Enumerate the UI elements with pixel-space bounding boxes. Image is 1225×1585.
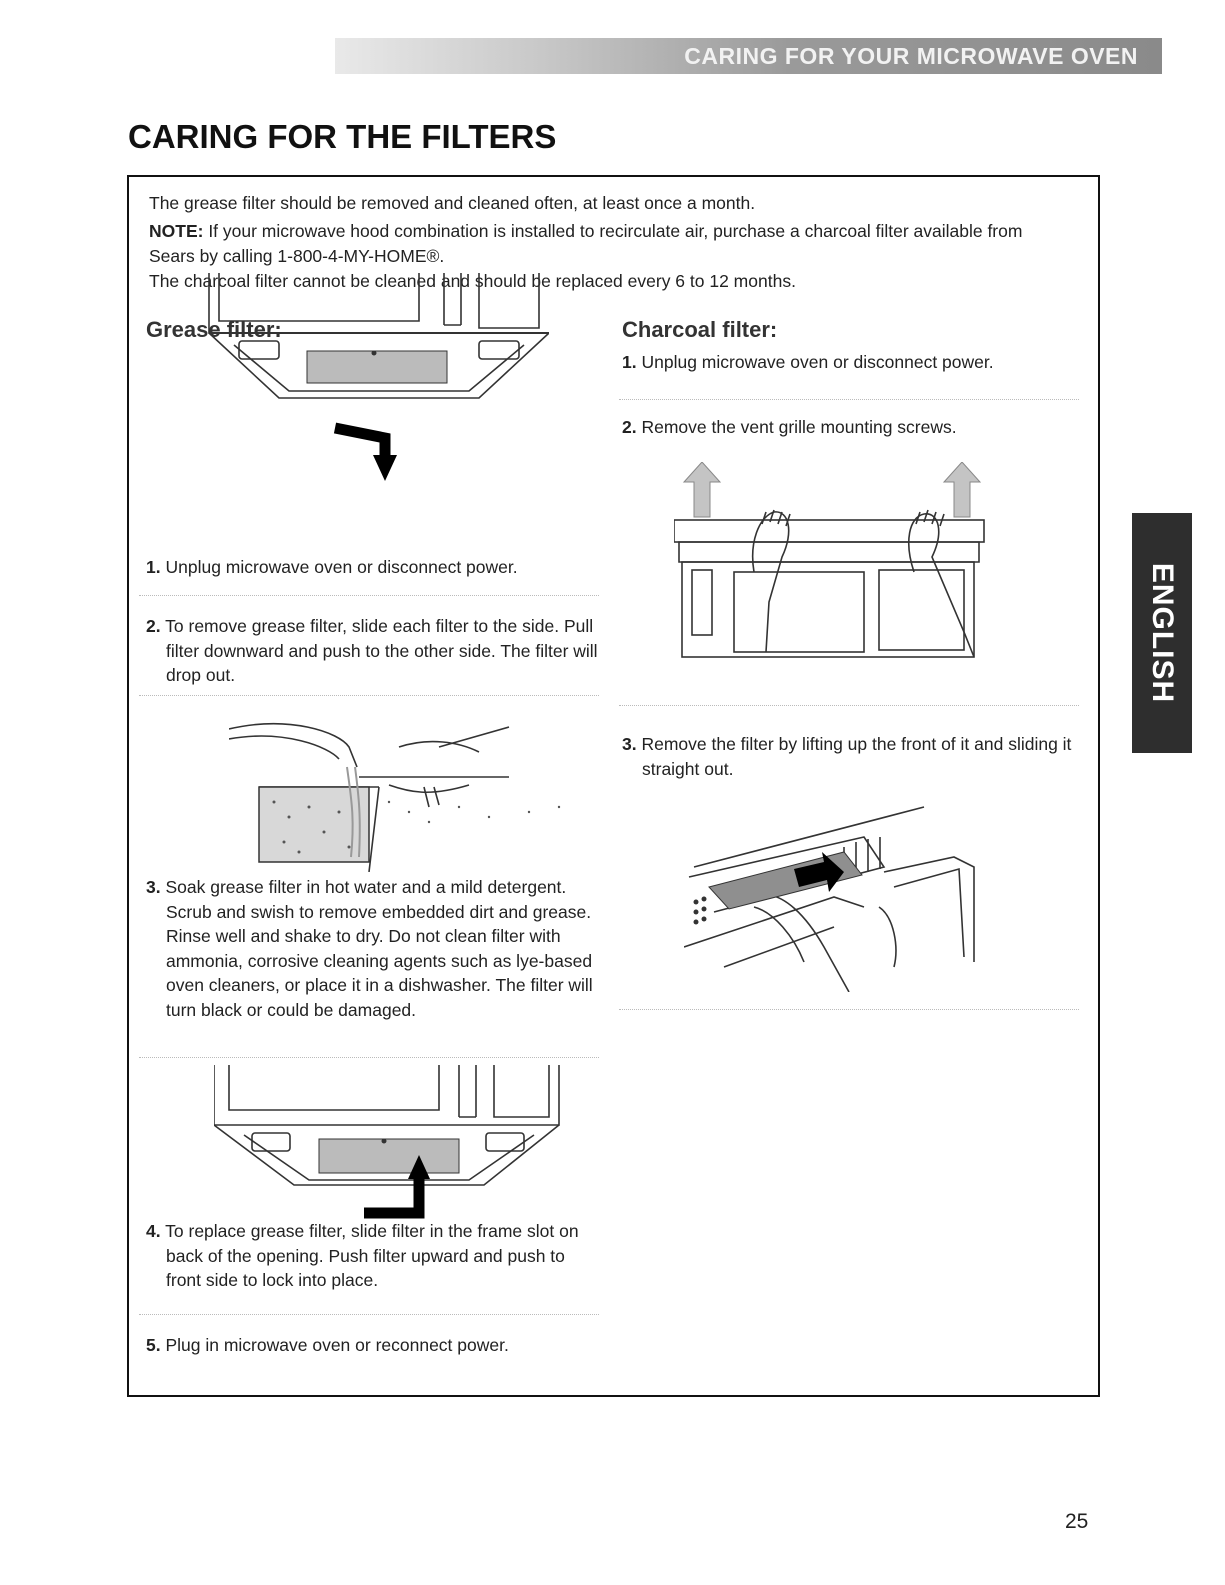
grease-filter-replace-illustration — [214, 1065, 560, 1219]
intro-line: The charcoal filter cannot be cleaned an… — [149, 271, 796, 291]
content-box: The grease filter should be removed and … — [127, 175, 1100, 1397]
divider — [619, 399, 1079, 400]
charcoal-step-1: 1. Unplug microwave oven or disconnect p… — [622, 352, 994, 372]
section-header-bar: CARING FOR YOUR MICROWAVE OVEN — [335, 38, 1162, 74]
vent-grille-removal-illustration — [674, 462, 985, 658]
divider — [139, 595, 599, 596]
divider — [619, 1009, 1079, 1010]
grease-step-4: 4. To replace grease filter, slide filte… — [146, 1221, 579, 1290]
filter-washing-illustration — [229, 722, 561, 872]
note-text: If your microwave hood combination is in… — [149, 221, 1023, 266]
grease-filter-removal-illustration — [208, 273, 549, 481]
divider — [139, 1057, 599, 1058]
grease-step-3: 3. Soak grease filter in hot water and a… — [146, 877, 593, 1020]
language-tab-label: ENGLISH — [1146, 562, 1179, 704]
note-paragraph: NOTE: If your microwave hood combination… — [149, 219, 1069, 269]
note-label: NOTE: — [149, 221, 204, 241]
divider — [619, 705, 1079, 706]
grease-step-5: 5. Plug in microwave oven or reconnect p… — [146, 1335, 509, 1355]
charcoal-step-2: 2. Remove the vent grille mounting screw… — [622, 417, 957, 437]
page-title: CARING FOR THE FILTERS — [128, 118, 557, 155]
charcoal-filter-removal-illustration — [684, 806, 975, 992]
intro-text: The grease filter should be removed and … — [149, 191, 1069, 297]
divider — [139, 1314, 599, 1315]
grease-step-1: 1. Unplug microwave oven or disconnect p… — [146, 557, 518, 577]
section-title: CARING FOR YOUR MICROWAVE OVEN — [684, 43, 1138, 69]
intro-line: The grease filter should be removed and … — [149, 193, 756, 213]
charcoal-step-3: 3. Remove the filter by lifting up the f… — [622, 734, 1072, 779]
charcoal-filter-heading: Charcoal filter: — [622, 317, 778, 342]
grease-step-2: 2. To remove grease filter, slide each f… — [146, 616, 598, 685]
divider — [139, 695, 599, 696]
page-number: 25 — [1065, 1510, 1089, 1533]
language-tab: ENGLISH — [1132, 513, 1192, 753]
